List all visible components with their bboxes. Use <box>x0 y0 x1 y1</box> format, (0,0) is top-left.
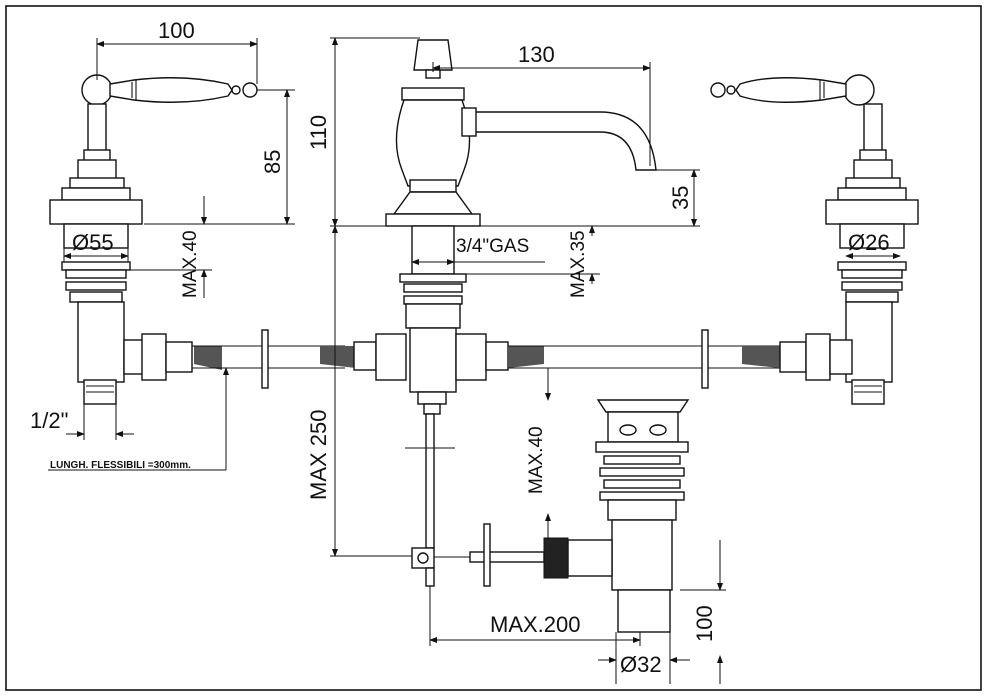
right-valve <box>710 74 919 405</box>
dim-waste-max-distance: MAX.200 <box>490 612 581 637</box>
connecting-hoses <box>123 329 853 389</box>
dim-spout-outlet-height: 35 <box>668 186 693 210</box>
dim-waste-height: 100 <box>692 605 717 642</box>
dim-center-thread: 3/4"GAS <box>456 236 529 257</box>
dim-lever-length: 100 <box>158 18 195 43</box>
dim-left-diameter: Ø55 <box>72 230 114 255</box>
hose-length-note: LUNGH. FLESSIBILI =300mm. <box>50 460 191 471</box>
dim-max-height-below: MAX 250 <box>306 410 331 501</box>
left-valve <box>49 74 258 405</box>
dim-spout-height: 110 <box>306 115 331 150</box>
dim-center-max-thickness: MAX.35 <box>568 230 589 298</box>
dimension-lines <box>48 37 901 684</box>
drawing-frame <box>5 5 982 691</box>
dim-spout-reach: 130 <box>518 42 555 67</box>
dim-handle-height: 85 <box>260 150 285 174</box>
popup-waste <box>411 399 690 633</box>
dim-left-max-thickness: MAX.40 <box>180 230 201 298</box>
dim-right-diameter: Ø26 <box>848 230 890 255</box>
dim-inlet-thread: 1/2" <box>30 408 68 433</box>
dim-waste-max-thickness: MAX.40 <box>526 426 547 494</box>
dim-waste-diameter: Ø32 <box>620 652 662 677</box>
